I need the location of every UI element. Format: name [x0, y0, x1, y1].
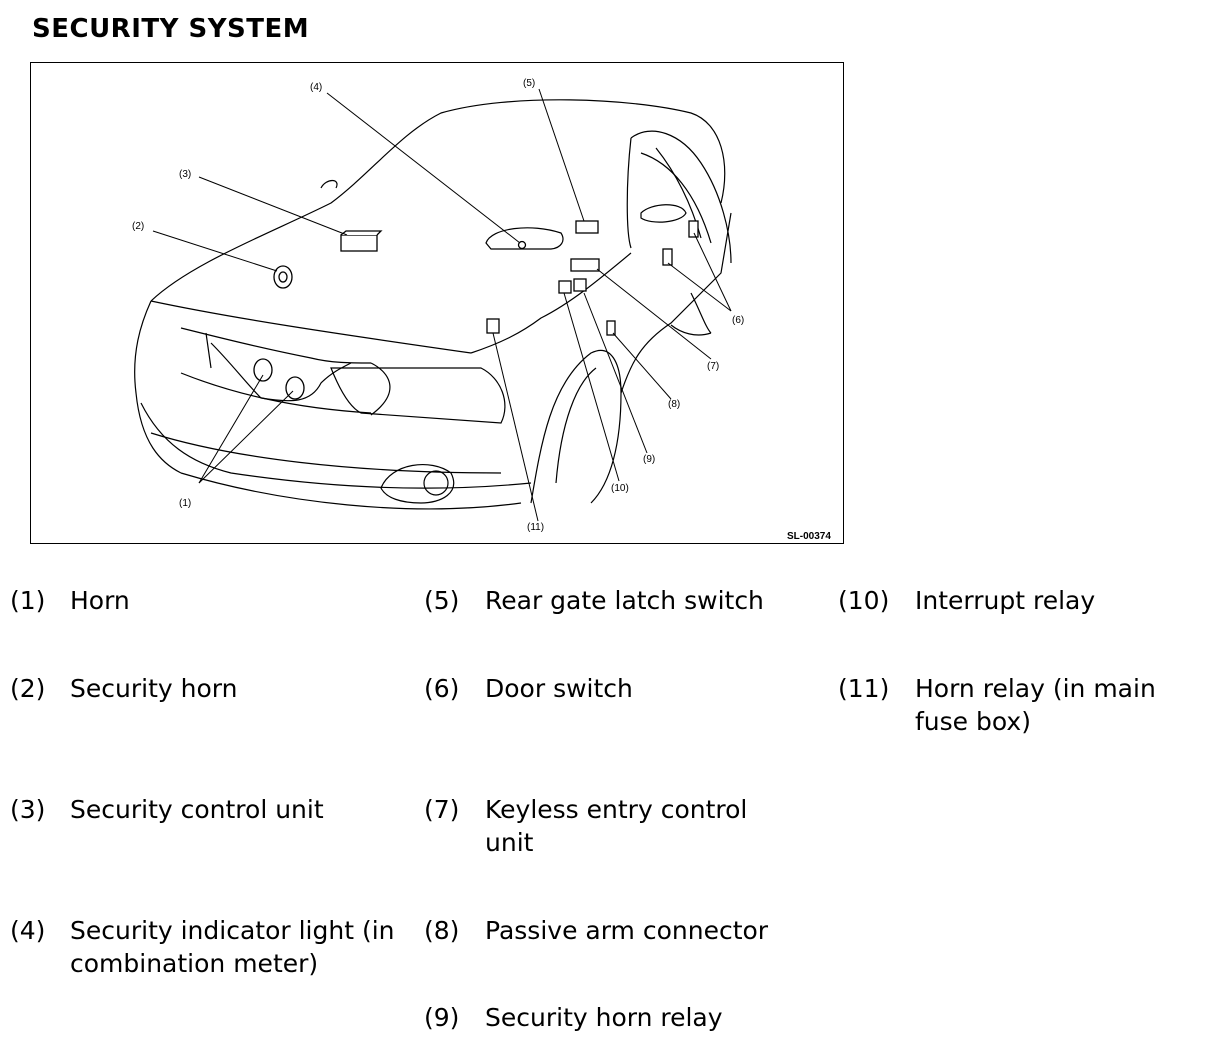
- indicator-light-shape: [517, 240, 527, 250]
- legend-item-door-switch: (6) Door switch: [424, 672, 824, 705]
- security-horn-relay-shape: [573, 278, 587, 292]
- legend-num: (7): [424, 795, 460, 824]
- callout-3: (3): [179, 169, 191, 180]
- rear-gate-latch-switch-shape: [575, 220, 599, 234]
- legend-num: (3): [10, 795, 46, 824]
- legend-item-passive-arm-connector: (8) Passive arm connector: [424, 914, 824, 947]
- interrupt-relay-shape: [558, 280, 572, 294]
- legend-num: (8): [424, 916, 460, 945]
- legend-num: (6): [424, 674, 460, 703]
- components: [253, 220, 699, 400]
- legend-text: Horn relay (in main fuse box): [915, 674, 1156, 736]
- legend-item-interrupt-relay: (10) Interrupt relay: [838, 584, 1208, 617]
- callout-9: (9): [643, 454, 655, 465]
- legend-item-security-horn: (2) Security horn: [10, 672, 410, 705]
- figure-code: SL-00374: [787, 531, 831, 542]
- legend-num: (1): [10, 586, 46, 615]
- legend-text: Passive arm connector: [485, 916, 769, 945]
- callout-8: (8): [668, 399, 680, 410]
- legend-item-security-indicator-light: (4) Security indicator light (in combina…: [10, 914, 410, 980]
- legend-text: Rear gate latch switch: [485, 586, 764, 615]
- legend-text: Security horn: [70, 674, 238, 703]
- legend-num: (9): [424, 1003, 460, 1032]
- legend-text: Interrupt relay: [915, 586, 1096, 615]
- security-control-unit-shape: [340, 234, 378, 252]
- security-horn-center: [278, 271, 288, 283]
- car-outline: [134, 99, 732, 510]
- legend-item-security-horn-relay: (9) Security horn relay: [424, 1001, 824, 1034]
- legend-item-horn: (1) Horn: [10, 584, 410, 617]
- callout-5: (5): [523, 78, 535, 89]
- legend-item-keyless-entry-control-unit: (7) Keyless entry control unit: [424, 793, 824, 859]
- keyless-entry-unit-shape: [570, 258, 600, 272]
- legend-item-horn-relay: (11) Horn relay (in main fuse box): [838, 672, 1208, 738]
- legend-item-rear-gate-latch-switch: (5) Rear gate latch switch: [424, 584, 824, 617]
- legend-num: (5): [424, 586, 460, 615]
- page-title: SECURITY SYSTEM: [32, 14, 310, 44]
- legend-num: (2): [10, 674, 46, 703]
- door-switch-upper-shape: [688, 220, 699, 238]
- legend-num: (4): [10, 916, 46, 945]
- legend-text: Security indicator light (in combination…: [70, 916, 395, 978]
- security-control-unit-top: [340, 230, 383, 236]
- car-diagram-figure: (1) (2) (3) (4) (5) (6) (7) (8) (9) (10)…: [30, 62, 844, 544]
- callout-11: (11): [527, 522, 544, 533]
- car-illustration: (1) (2) (3) (4) (5) (6) (7) (8) (9) (10)…: [132, 78, 831, 542]
- callout-7: (7): [707, 361, 719, 372]
- legend-item-security-control-unit: (3) Security control unit: [10, 793, 410, 826]
- legend-num: (11): [838, 674, 890, 703]
- legend-text: Keyless entry control unit: [485, 795, 748, 857]
- legend-text: Door switch: [485, 674, 633, 703]
- callout-4: (4): [310, 82, 322, 93]
- door-switch-lower-shape: [662, 248, 673, 266]
- legend-text: Horn: [70, 586, 130, 615]
- legend-text: Security horn relay: [485, 1003, 723, 1032]
- horn-left-shape: [253, 358, 273, 382]
- callout-10: (10): [611, 483, 629, 494]
- leader-lines: [152, 88, 732, 522]
- horn-relay-shape: [486, 318, 500, 334]
- callout-2: (2): [132, 221, 144, 232]
- callout-6: (6): [732, 315, 744, 326]
- legend-num: (10): [838, 586, 890, 615]
- callout-1: (1): [179, 498, 191, 509]
- passive-arm-connector-shape: [606, 320, 616, 336]
- legend-text: Security control unit: [70, 795, 324, 824]
- callout-labels: (1) (2) (3) (4) (5) (6) (7) (8) (9) (10)…: [132, 78, 831, 542]
